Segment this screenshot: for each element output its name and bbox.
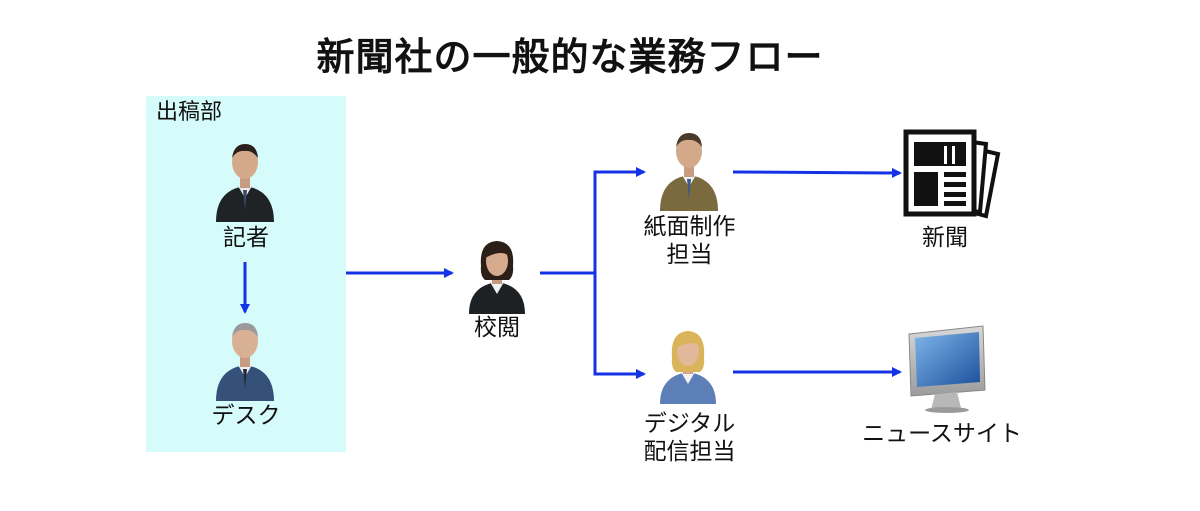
node-label-news-site: ニュースサイト xyxy=(862,421,1022,447)
arrow-to-digital xyxy=(593,273,646,379)
businesswoman-blonde-icon xyxy=(660,331,716,404)
department-label: 出稿部 xyxy=(156,100,223,125)
newspaper-icon xyxy=(903,129,1001,219)
businessman-blue-suit-icon xyxy=(216,323,274,401)
node-label-digital-line2: 配信担当 xyxy=(643,439,736,465)
node-label-desk: デスク xyxy=(211,403,281,429)
node-label-proofreading: 校閲 xyxy=(474,315,520,341)
businesswoman-icon xyxy=(469,241,525,314)
diagram-title: 新聞社の一般的な業務フロー xyxy=(316,35,824,79)
desktop-monitor-icon xyxy=(908,325,986,413)
arrow-to-print-layout xyxy=(593,167,646,273)
node-label-newspaper: 新聞 xyxy=(922,225,968,251)
node-label-print-layout: 紙面制作 担当 xyxy=(622,213,757,269)
node-label-reporter: 記者 xyxy=(223,225,269,251)
businessman-dark-suit-icon xyxy=(216,144,274,222)
node-label-digital: デジタル 配信担当 xyxy=(622,410,757,466)
node-label-digital-line1: デジタル xyxy=(643,411,736,437)
node-label-print-layout-line1: 紙面制作 xyxy=(643,214,736,240)
arrow-print-to-newspaper xyxy=(732,167,902,178)
businessman-olive-suit-icon xyxy=(660,133,718,211)
node-label-print-layout-line2: 担当 xyxy=(666,242,713,268)
